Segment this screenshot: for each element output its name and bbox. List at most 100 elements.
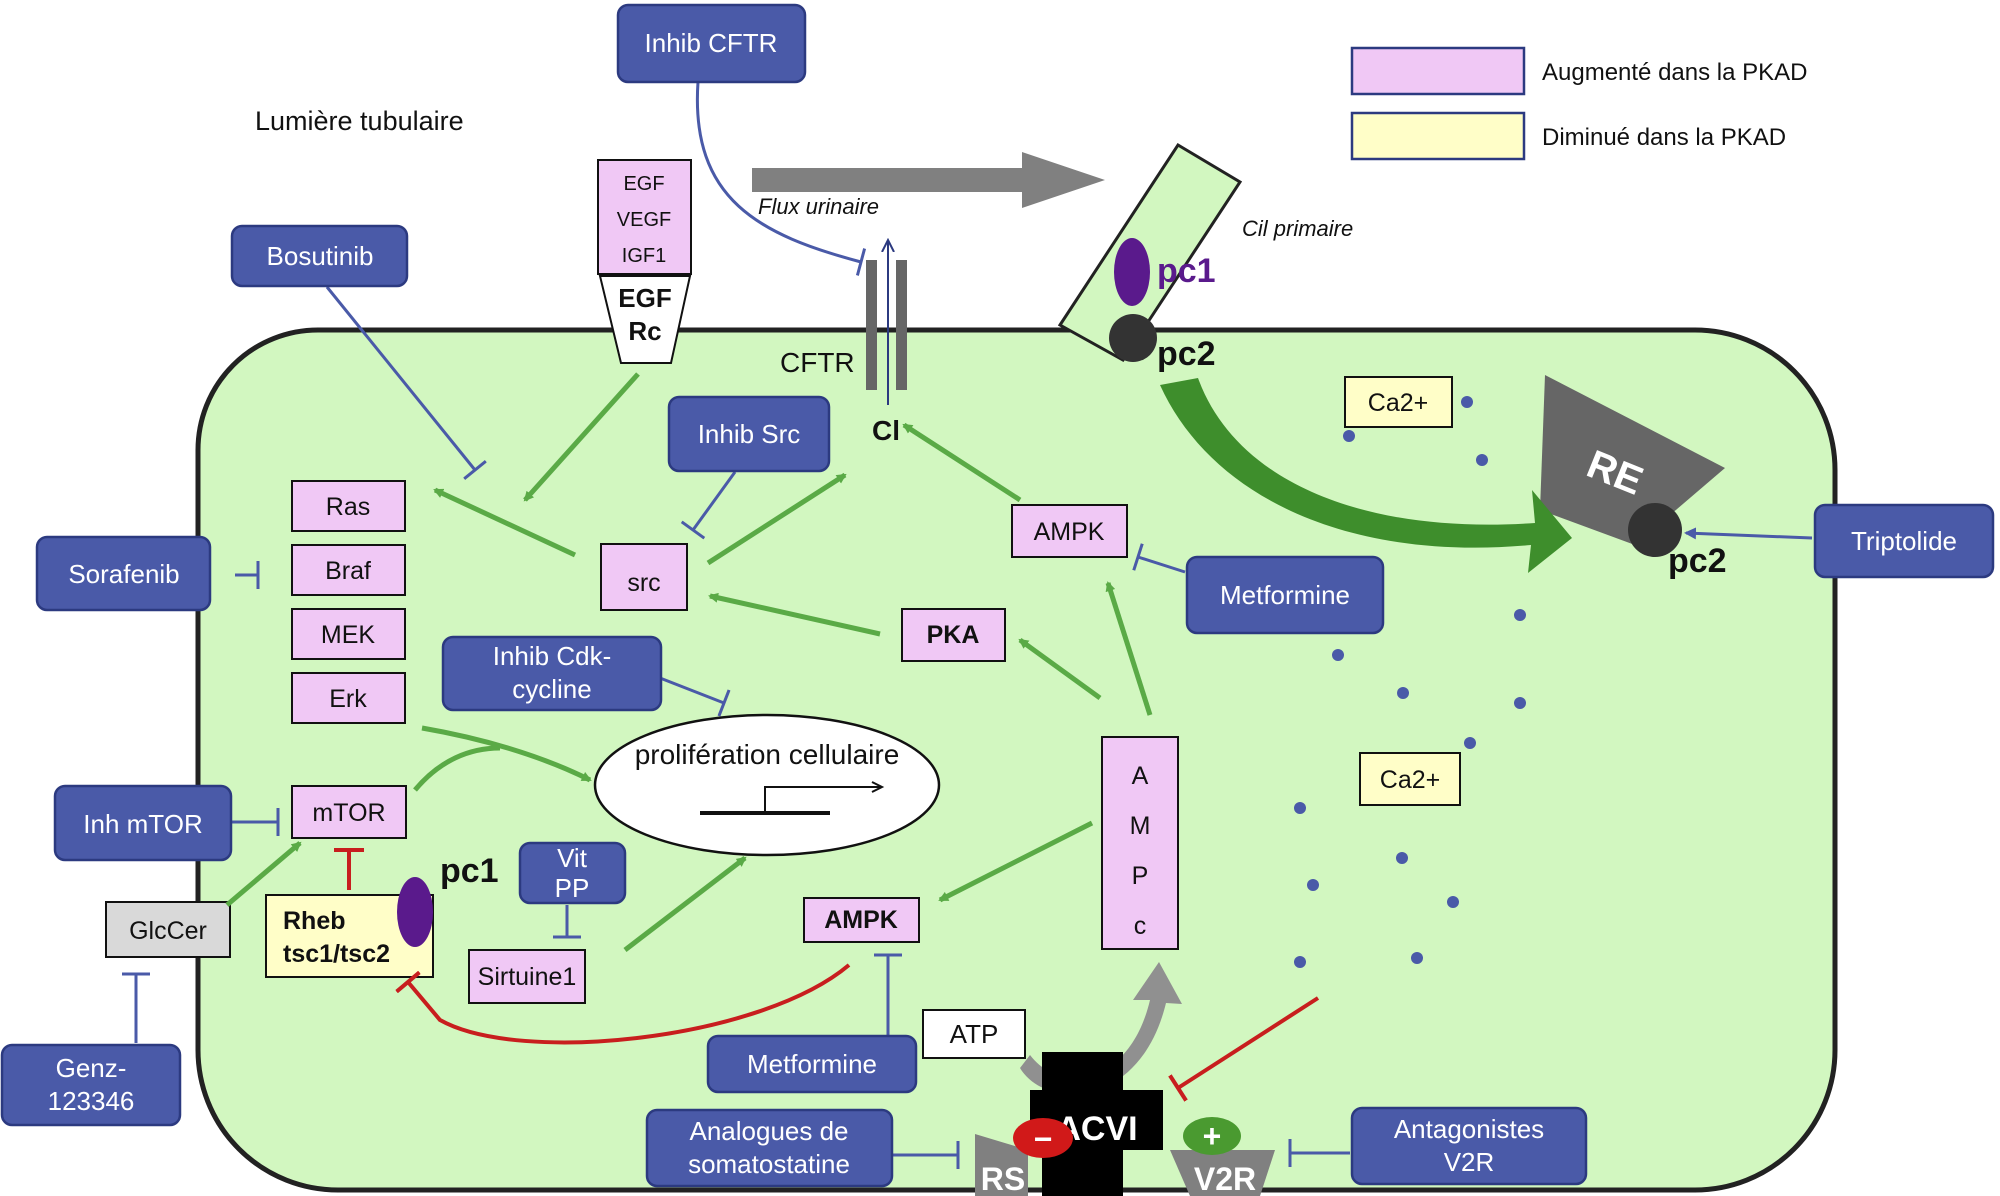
drug-inhib-src-label: Inhib Src [698, 419, 801, 449]
drug-antagonists-label-line2: V2R [1444, 1147, 1495, 1177]
ampc-box: A M P c [1101, 736, 1179, 950]
drug-antagonists-v2r: Antagonistes V2R [1350, 1106, 1588, 1186]
drug-genz-label-line2: 123346 [48, 1086, 135, 1116]
pc1-cell-label: pc1 [440, 852, 499, 890]
drug-genz: Genz- 123346 [0, 1043, 182, 1127]
drug-inhib-cdk: Inhib Cdk- cycline [441, 635, 663, 712]
primary-cilium: pc1 pc2 [1057, 142, 1243, 373]
drug-inhibition-lines [122, 81, 1813, 1169]
growth-factor-vegf: VEGF [617, 209, 671, 231]
pc1-cell [397, 877, 433, 947]
egf-rc-label-line1: EGF [618, 283, 671, 313]
calcium-box-middle: Ca2+ [1359, 752, 1461, 806]
drug-inh-mtor: Inh mTOR [53, 784, 233, 862]
atp-label: ATP [950, 1019, 999, 1049]
drug-somatostatin: Analogues de somatostatine [645, 1108, 894, 1188]
proliferation-node: prolifération cellulaire [593, 713, 941, 857]
ampc-letter-p: P [1132, 862, 1149, 890]
drug-triptolide-label: Triptolide [1851, 526, 1957, 556]
calcium-box-top-label: Ca2+ [1368, 389, 1428, 417]
drug-sorafenib: Sorafenib [35, 535, 212, 612]
drug-vit-pp: Vit PP [518, 841, 627, 905]
ampk-bottom-box: AMPK [803, 897, 920, 943]
pc2-er [1628, 503, 1682, 557]
drug-somatostatin-label-line1: Analogues de [689, 1116, 848, 1146]
drug-inhib-cdk-label-line2: cycline [512, 674, 591, 704]
cftr-label: CFTR [780, 347, 855, 378]
tsc-label: tsc1/tsc2 [283, 940, 390, 968]
src-box: src [600, 543, 688, 611]
braf-box: Braf [291, 544, 406, 596]
ampk-top-label: AMPK [1034, 518, 1105, 546]
drug-triptolide: Triptolide [1813, 503, 1995, 579]
ampc-letter-a: A [1132, 762, 1149, 790]
drug-metformine-top: Metformine [1185, 555, 1385, 635]
rs-receptor [975, 1134, 1028, 1196]
glccer-label: GlcCer [129, 917, 207, 945]
rheb-label: Rheb [283, 907, 346, 935]
drug-inh-mtor-label: Inh mTOR [83, 809, 202, 839]
sirtuine-box: Sirtuine1 [468, 949, 586, 1004]
minus-badge [1013, 1118, 1073, 1158]
atp-to-ampc-arrow [1020, 962, 1182, 1095]
egf-receptor: EGF Rc [598, 275, 692, 364]
red-inhibition-arrows [334, 848, 1320, 1102]
drug-inhib-cftr: Inhib CFTR [616, 3, 807, 84]
drug-bosutinib-label: Bosutinib [267, 241, 374, 271]
urinary-flow-label: Flux urinaire [758, 194, 879, 219]
plus-badge [1183, 1117, 1241, 1155]
ampk-bottom-label: AMPK [824, 906, 898, 934]
sirtuine-label: Sirtuine1 [478, 963, 577, 991]
growth-factors-box: EGF VEGF IGF1 [597, 159, 692, 275]
transcription-start-icon [764, 786, 880, 813]
pc1-cilium-label: pc1 [1157, 252, 1216, 290]
calcium-box-top: Ca2+ [1344, 376, 1453, 428]
minus-label: − [1034, 1121, 1053, 1157]
drug-metformine-bottom-label: Metformine [747, 1049, 877, 1079]
glccer-box: GlcCer [105, 901, 231, 958]
braf-label: Braf [325, 557, 371, 585]
cftr-channel [866, 260, 907, 390]
growth-factor-igf1: IGF1 [622, 245, 666, 267]
ampc-letter-c: c [1134, 912, 1147, 940]
lumen-label: Lumière tubulaire [255, 106, 464, 136]
legend-increased-label: Augmenté dans la PKAD [1542, 59, 1808, 86]
drug-inhib-src: Inhib Src [667, 395, 831, 473]
atp-box: ATP [922, 1009, 1026, 1059]
acvi-receptor-complex: ACVI RS − V2R + [975, 1052, 1275, 1196]
mek-label: MEK [321, 621, 376, 649]
drug-inhib-cdk-label-line1: Inhib Cdk- [493, 641, 612, 671]
mtor-label: mTOR [312, 799, 385, 827]
pc2-cilium [1109, 314, 1157, 362]
growth-factor-egf: EGF [623, 173, 664, 195]
proliferation-label: prolifération cellulaire [635, 739, 900, 770]
ampk-top-box: AMPK [1011, 504, 1128, 558]
cl-label: Cl [872, 415, 900, 446]
pka-box: PKA [901, 608, 1006, 662]
drug-sorafenib-label: Sorafenib [68, 559, 179, 589]
drug-genz-label-line1: Genz- [56, 1053, 127, 1083]
ampc-letter-m: M [1130, 812, 1151, 840]
drug-metformine-bottom: Metformine [706, 1034, 918, 1094]
v2r-label: V2R [1194, 1161, 1256, 1196]
drug-bosutinib: Bosutinib [230, 224, 409, 288]
mek-box: MEK [291, 608, 406, 660]
endoplasmic-reticulum: RE pc2 [1540, 375, 1727, 580]
rs-label: RS [981, 1161, 1025, 1196]
activation-arrows [225, 372, 1153, 952]
pc2-cilium-label: pc2 [1157, 335, 1216, 373]
drug-vit-pp-label-line1: Vit [557, 843, 588, 873]
drug-inhib-cftr-label: Inhib CFTR [645, 28, 778, 58]
drug-vit-pp-label-line2: PP [555, 873, 590, 903]
calcium-dots [1294, 396, 1526, 968]
drug-antagonists-label-line1: Antagonistes [1394, 1114, 1544, 1144]
urinary-flow-arrow [752, 152, 1105, 208]
plus-label: + [1203, 1118, 1222, 1154]
calcium-box-middle-label: Ca2+ [1380, 766, 1440, 794]
legend-increased-swatch [1350, 46, 1526, 96]
src-label: src [627, 569, 660, 597]
ras-box: Ras [291, 480, 406, 532]
erk-box: Erk [291, 672, 406, 724]
egf-rc-label-line2: Rc [628, 316, 661, 346]
